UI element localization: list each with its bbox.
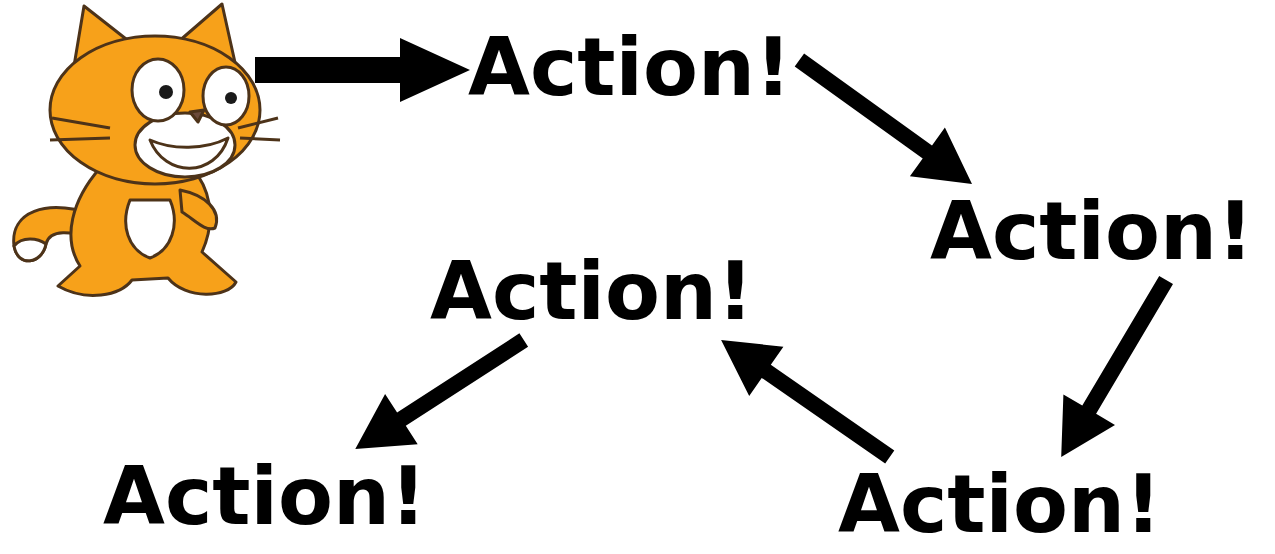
action-node: Action! (838, 465, 1161, 545)
node-label: Action! (930, 192, 1253, 272)
node-label: Action! (430, 252, 753, 332)
action-node: Action! (468, 28, 791, 108)
flow-arrow (355, 333, 528, 449)
node-label: Action! (103, 457, 426, 537)
node-label: Action! (468, 28, 791, 108)
flow-arrow (1061, 276, 1173, 457)
action-node: Action! (930, 192, 1253, 272)
scratch-cat (14, 4, 280, 295)
start-arrow (255, 38, 470, 102)
action-node: Action! (103, 457, 426, 537)
flow-arrow (795, 54, 972, 185)
node-label: Action! (838, 465, 1161, 545)
action-node: Action! (430, 252, 753, 332)
flow-arrow (721, 340, 894, 464)
